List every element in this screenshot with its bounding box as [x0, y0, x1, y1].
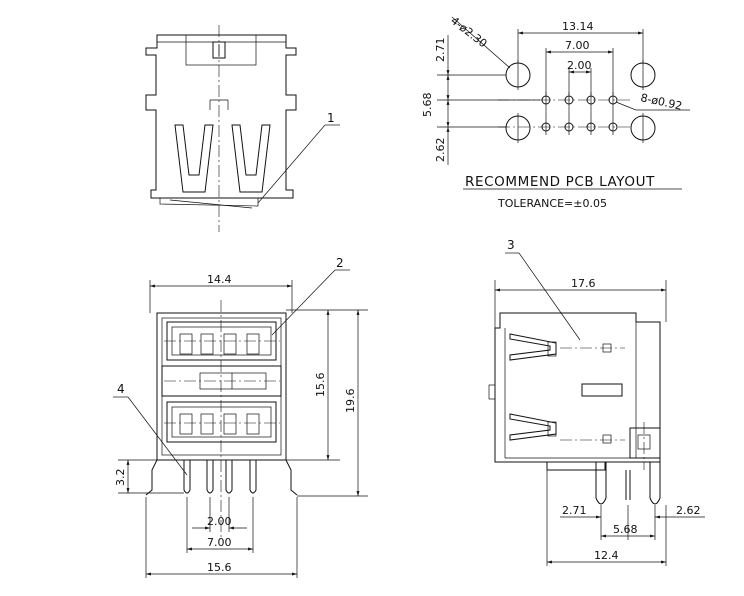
label-4-d2.30: 4-ø2.30 [448, 14, 489, 50]
dim-17.6: 17.6 [571, 277, 596, 290]
dim-5.68: 5.68 [421, 93, 434, 118]
dim-3.2: 3.2 [114, 469, 127, 487]
callout-2: 2 [336, 256, 344, 270]
dim-pitch-7.00: 7.00 [207, 536, 232, 549]
pcb-layout: 13.14 7.00 2.00 4-ø2.30 8-ø0.92 2.71 5.6… [421, 14, 690, 210]
dim-pitch-2.00: 2.00 [207, 515, 232, 528]
callout-1: 1 [327, 111, 335, 125]
dim-overall-15.6: 15.6 [207, 561, 232, 574]
dim-2.00: 2.00 [567, 59, 592, 72]
label-8-d0.92: 8-ø0.92 [639, 91, 683, 112]
dim-side-5.68: 5.68 [613, 523, 638, 536]
pcb-layout-title: RECOMMEND PCB LAYOUT [465, 174, 655, 190]
callout-4: 4 [117, 382, 125, 396]
dim-12.4: 12.4 [594, 549, 619, 562]
callout-3: 3 [507, 238, 515, 252]
dim-15.6: 15.6 [314, 373, 327, 398]
dim-2.62: 2.62 [434, 138, 447, 163]
dim-2.71: 2.71 [434, 38, 447, 63]
dim-14.4: 14.4 [207, 273, 232, 286]
bottom-front-view: 14.4 15.6 19.6 3.2 2.00 7.00 15.6 2 [113, 256, 368, 578]
dim-13.14: 13.14 [562, 20, 594, 33]
dim-side-2.71: 2.71 [562, 504, 587, 517]
dim-7.00: 7.00 [565, 39, 590, 52]
dim-side-2.62: 2.62 [676, 504, 701, 517]
tolerance-label: TOLERANCE=±0.05 [497, 197, 607, 210]
front-view: 1 [145, 25, 340, 232]
dim-19.6: 19.6 [344, 389, 357, 414]
side-view: 17.6 3 2.71 5.68 2.62 12.4 [488, 238, 705, 566]
